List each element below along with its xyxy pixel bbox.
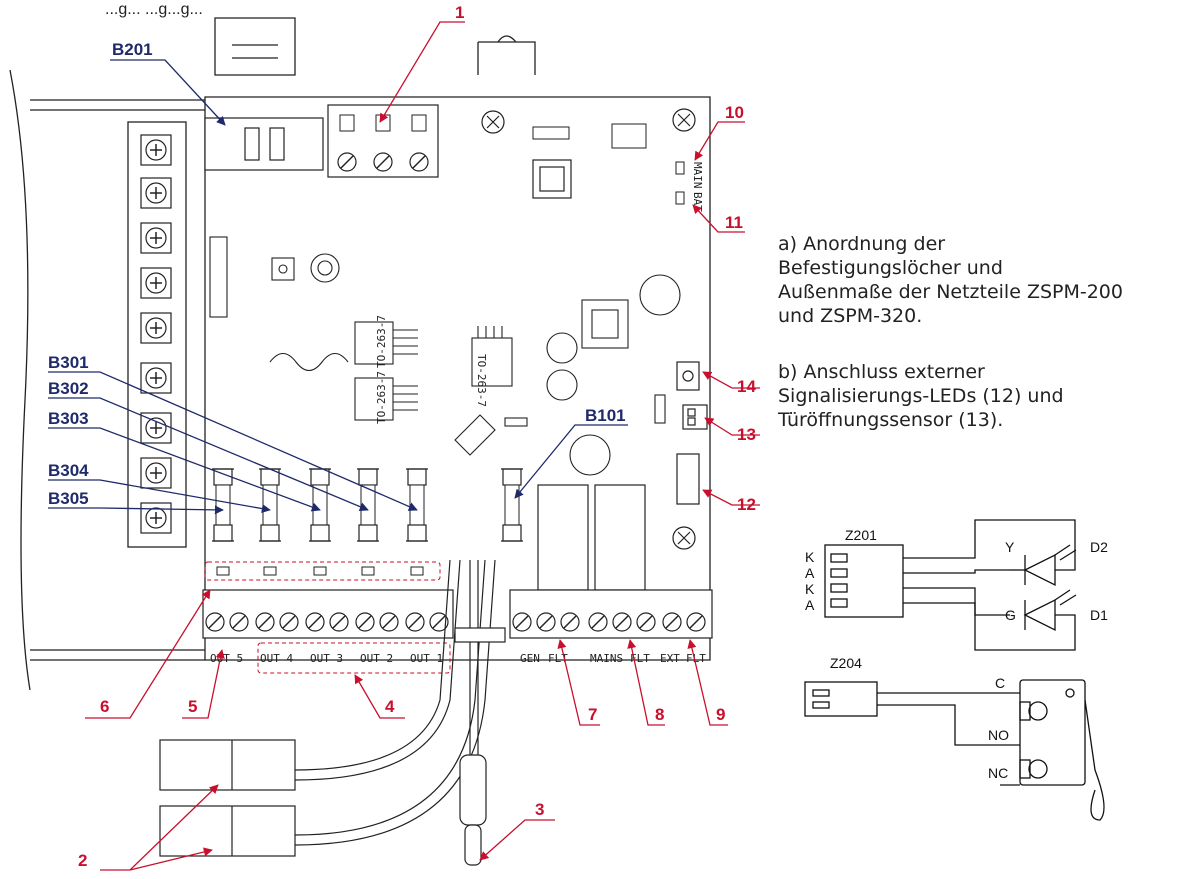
description-b: b) Anschluss externer Signalisierungs-LE… [778,361,1064,431]
silk-out1: OUT 1 [410,652,443,665]
pin-a2: A [805,597,815,613]
fuse-row [211,468,524,542]
led-d2-label: D2 [1090,539,1108,555]
silk-main: MAIN [691,162,704,189]
led-schematic [824,519,1077,651]
callout-b101: B101 [585,406,626,425]
callout-14: 14 [737,377,756,396]
callout-3: 3 [535,800,544,819]
silk-gen: GEN [520,652,540,665]
callout-6: 6 [100,697,109,716]
callout-11: 11 [725,213,743,232]
relays [537,484,646,591]
status-terminal-block [509,589,713,639]
board-components [209,236,681,476]
microcontroller-chip [532,159,572,199]
callout-b302: B302 [48,379,89,398]
callout-b303: B303 [48,409,89,428]
output-terminal-block [202,589,454,639]
mounting-screws [481,108,696,550]
silk-out4: OUT 4 [260,652,293,665]
callout-12: 12 [737,495,756,514]
pin-k1: K [805,549,815,565]
temperature-sensor-cable [454,560,506,866]
switch-nc-label: NC [988,765,1008,781]
callout-10: 10 [725,103,744,122]
header-fragment: ...g... ...g...g... [105,1,203,18]
switch-c-label: C [995,675,1005,691]
callout-b305: B305 [48,489,89,508]
silk-to263-1: TO-263-7 [375,315,388,368]
fuse-status-leds [204,561,441,581]
silk-mains: MAINS [590,652,623,665]
silk-ext: EXT [660,652,680,665]
callout-b201: B201 [112,40,153,59]
connector-z201: Z201 [845,527,877,543]
housing-outline [9,17,711,691]
silk-flt3: FLT [686,652,706,665]
right-connectors [676,361,708,505]
led-y-label: Y [1005,539,1015,555]
blue-leader-lines [48,59,628,515]
outputs-group-frame [257,642,451,674]
pin-k2: K [805,581,815,597]
connector-z204: Z204 [830,655,862,671]
callout-4: 4 [385,697,395,716]
battery-leads [159,559,496,857]
callout-9: 9 [716,705,725,724]
fuse-holder-b201 [204,117,324,171]
silk-out5: OUT 5 [210,652,243,665]
mains-terminal-strip [127,121,187,548]
callout-b304: B304 [48,461,89,480]
callout-1: 1 [455,3,464,22]
door-switch-schematic [804,679,1105,821]
silk-out2: OUT 2 [360,652,393,665]
switch-no-label: NO [988,727,1009,743]
pin-a1: A [805,565,815,581]
pin-headers [532,123,647,149]
callout-13: 13 [737,425,756,444]
description-a: a) Anordnung der Befestigungslöcher und … [778,233,1123,327]
callout-b301: B301 [48,353,89,372]
led-g-label: G [1005,607,1016,623]
callout-7: 7 [588,705,597,724]
silk-to263-3: TO-263-7 [475,354,488,407]
led-d1-label: D1 [1090,607,1108,623]
callout-5: 5 [188,697,197,716]
status-leds [675,161,685,205]
red-leader-lines [85,21,760,871]
callout-8: 8 [655,705,664,724]
silk-out3: OUT 3 [310,652,343,665]
callout-2: 2 [78,851,87,870]
silk-to263-2: TO-263-7 [375,371,388,424]
